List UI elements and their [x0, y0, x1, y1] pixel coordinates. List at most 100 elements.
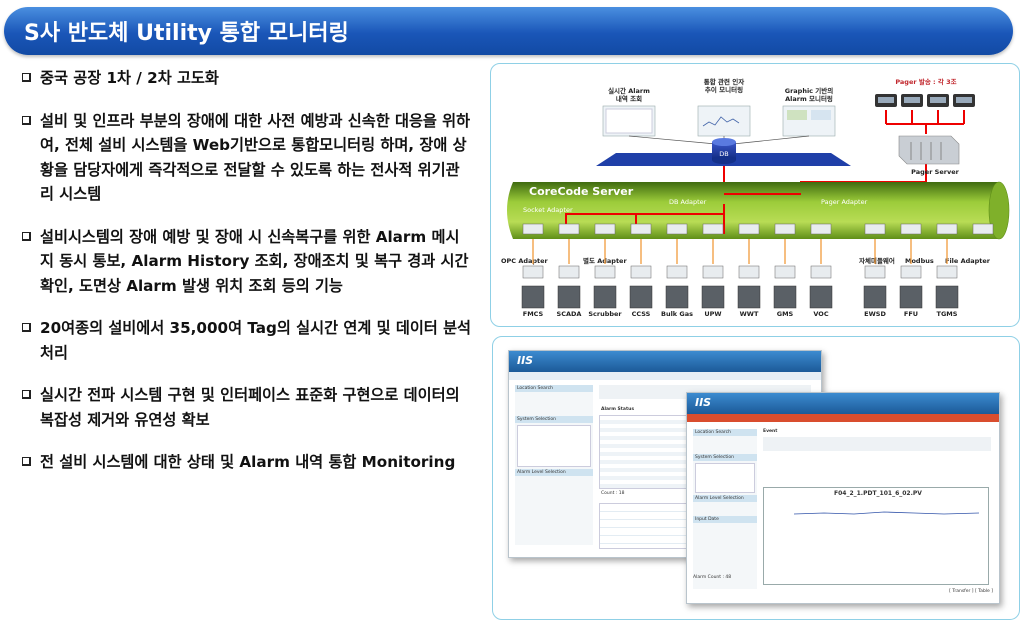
adapter-chip-icon — [702, 223, 724, 235]
socket-adapter-label: Socket Adapter — [523, 206, 573, 214]
bullet-list: 중국 공장 1차 / 2차 고도화 설비 및 인프라 부분의 장애에 대한 사전… — [22, 66, 472, 493]
checkbox-bullet-icon — [22, 457, 31, 466]
equipment-icon — [773, 285, 797, 309]
title-bar: S사 반도체 Utility 통합 모니터링 — [4, 7, 1013, 55]
adapter-chip-icon — [864, 223, 886, 235]
pager-adapter-label: Pager Adapter — [821, 198, 868, 206]
equipment-icon — [701, 285, 725, 309]
system-label: WWT — [740, 310, 759, 318]
alarm-count: Count : 18 — [601, 491, 625, 496]
bullet-item: 중국 공장 1차 / 2차 고도화 — [22, 66, 472, 91]
sidebar-title: System Selection — [515, 416, 593, 423]
checkbox-bullet-icon — [22, 390, 31, 399]
adapter-chip-icon — [774, 223, 796, 235]
adapter-chip-icon — [900, 223, 922, 235]
checkbox-bullet-icon — [22, 115, 31, 125]
trend-chart: F04_2_1.PDT_101_6_02.PV — [763, 487, 989, 585]
pager-device-icon — [875, 94, 975, 107]
alarm-status-title: Alarm Status — [601, 407, 634, 412]
bullet-item: 설비시스템의 장애 예방 및 장애 시 신속복구를 위한 Alarm 메시지 동… — [22, 225, 472, 299]
database-icon — [712, 138, 736, 164]
equipment-icon — [665, 285, 689, 309]
core-server-title: CoreCode Server — [529, 185, 634, 198]
adapter-chip-icon — [666, 265, 688, 279]
monitor-icon — [602, 105, 656, 137]
bullet-item: 실시간 전파 시스템 구현 및 인터페이스 표준화 구현으로 데이터의 복잡성 … — [22, 383, 472, 432]
bullet-item: 20여종의 설비에서 35,000여 Tag의 실시간 연계 및 데이터 분석 … — [22, 316, 472, 365]
adapter-chip-icon — [594, 265, 616, 279]
adapter-chip-icon — [522, 223, 544, 235]
equipment-icon — [737, 285, 761, 309]
adapter-chips — [522, 223, 994, 235]
adapter-chip-icon — [594, 223, 616, 235]
adapter-chip-icon — [900, 265, 922, 279]
menu-bar — [687, 414, 999, 422]
pager-server-label: Pager Server — [911, 168, 959, 176]
adapter-chip-icon — [738, 265, 760, 279]
modbus-label: Modbus — [905, 257, 934, 265]
adapter-chip-icon — [630, 223, 652, 235]
system-label: FMCS — [523, 310, 544, 318]
trend-line — [793, 511, 980, 515]
checkbox-bullet-icon — [22, 323, 31, 332]
file-adapter-label: File Adapter — [945, 257, 991, 265]
detail-table — [599, 503, 693, 549]
checkbox-bullet-icon — [22, 73, 31, 82]
db-adapter-label: DB Adapter — [669, 198, 707, 206]
server-icon — [898, 135, 960, 165]
sidebar-title: Location Search — [693, 429, 757, 436]
app-logo: IIS — [517, 354, 534, 367]
bullet-item: 설비 및 인프라 부분의 장애에 대한 사전 예방과 신속한 대응을 위하여, … — [22, 109, 472, 207]
alarm-count: Alarm Count : 48 — [693, 575, 732, 580]
equipment-icon — [593, 285, 617, 309]
footer-links: [ Transfer ] [ Table ] — [949, 589, 993, 594]
system-label: CCSS — [632, 310, 651, 318]
db-label: DB — [719, 150, 728, 158]
checkbox-bullet-icon — [22, 231, 31, 241]
adapter-chip-icon — [936, 265, 958, 279]
adapter-chip-icon — [774, 265, 796, 279]
sidebar-title: System Selection — [693, 454, 757, 461]
adapter-chip-icon — [702, 265, 724, 279]
adapter-chip-icon — [558, 265, 580, 279]
system-label: UPW — [704, 310, 721, 318]
adapter-chip-icon — [522, 265, 544, 279]
middleware-label: 자체미들웨어 — [859, 256, 895, 265]
sidebar: Location Search System Selection Alarm L… — [693, 429, 757, 589]
tab-row — [763, 437, 991, 451]
system-label: SCADA — [557, 310, 582, 318]
page-title: S사 반도체 Utility 통합 모니터링 — [24, 21, 349, 46]
sidebar-title: Alarm Level Selection — [693, 495, 757, 502]
opc-adapter-label: OPC Adapter — [501, 257, 549, 265]
alarm-table — [599, 415, 693, 489]
system-label: VOC — [813, 310, 828, 318]
monitor-icon — [782, 105, 836, 137]
adapter-chip-icon — [630, 265, 652, 279]
equipment-icon — [863, 285, 887, 309]
system-label: TGMS — [937, 310, 958, 318]
monitor-icon — [697, 105, 751, 137]
adapter-chip-icon — [936, 223, 958, 235]
bullet-item: 전 설비 시스템에 대한 상태 및 Alarm 내역 통합 Monitoring — [22, 450, 472, 475]
chart-title: F04_2_1.PDT_101_6_02.PV — [834, 490, 922, 497]
sidebar-title: Alarm Level Selection — [515, 469, 593, 476]
equipment-icon — [557, 285, 581, 309]
adapter-chip-icon — [666, 223, 688, 235]
system-label: Scrubber — [588, 310, 622, 318]
equipment-icon — [521, 285, 545, 309]
equipment-icon — [935, 285, 959, 309]
sidebar-title: Input Date — [693, 516, 757, 523]
system-label: EWSD — [864, 310, 886, 318]
equipment-icon — [809, 285, 833, 309]
adapter-chip-icon — [558, 223, 580, 235]
event-title: Event — [763, 429, 778, 434]
adapter-chip-icon — [972, 223, 994, 235]
adapter-chip-icon — [864, 265, 886, 279]
equipment-icon — [629, 285, 653, 309]
